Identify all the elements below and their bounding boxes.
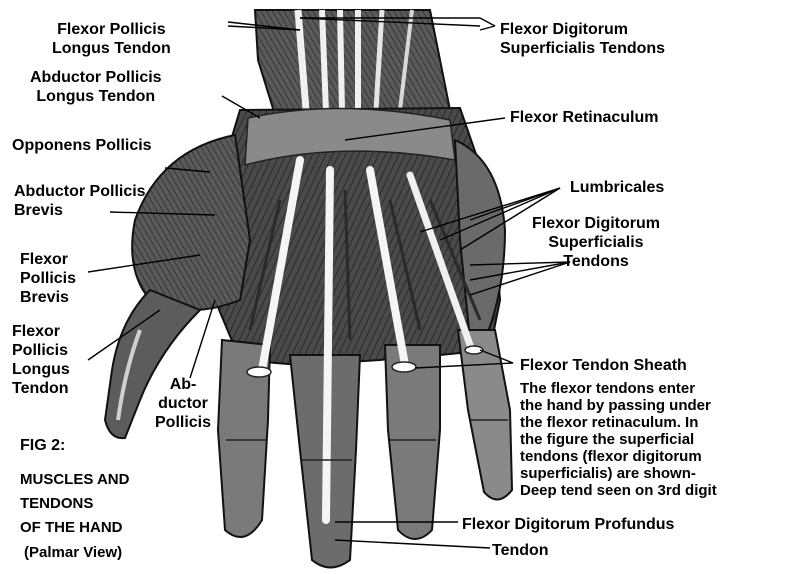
ring-finger xyxy=(385,345,440,539)
forearm xyxy=(255,10,450,115)
label-flexor-tendon-sheath: Flexor Tendon Sheath xyxy=(520,356,687,375)
label-flexor-digitorum-profundus: Flexor Digitorum Profundus xyxy=(462,515,674,534)
label-flexor-retinaculum: Flexor Retinaculum xyxy=(510,108,658,127)
label-lumbricales: Lumbricales xyxy=(570,178,664,197)
label-tendon-bottom: Tendon xyxy=(492,541,549,560)
figure-view: (Palmar View) xyxy=(24,544,122,561)
palm-tendon xyxy=(326,170,330,520)
forearm-tendon xyxy=(340,10,342,112)
little-finger xyxy=(458,330,512,500)
label-abductor-pollicis-longus-tendon: Abductor Pollicis Longus Tendon xyxy=(30,68,162,106)
label-flexor-digitorum-superficialis-tendons-right: Flexor Digitorum Superficialis Tendons xyxy=(532,214,660,271)
label-flexor-digitorum-superficialis-tendons-top: Flexor Digitorum Superficialis Tendons xyxy=(500,20,665,58)
tendon-sheath xyxy=(247,367,271,377)
label-abductor-pollicis-brevis: Abductor Pollicis Brevis xyxy=(14,182,146,220)
forearm-tendon xyxy=(322,10,326,112)
label-flexor-pollicis-longus-tendon-top: Flexor Pollicis Longus Tendon xyxy=(52,20,171,58)
tendon-sheath xyxy=(392,362,416,372)
explanatory-note: The flexor tendons enter the hand by pas… xyxy=(520,380,717,499)
label-flexor-pollicis-longus-tendon-left: Flexor Pollicis Longus Tendon xyxy=(12,322,70,398)
thenar-eminence xyxy=(132,135,250,310)
label-opponens-pollicis: Opponens Pollicis xyxy=(12,136,152,155)
label-adductor-pollicis: Ab- ductor Pollicis xyxy=(155,375,211,432)
label-flexor-pollicis-brevis: Flexor Pollicis Brevis xyxy=(20,250,76,307)
figure-number: FIG 2: xyxy=(20,436,65,455)
figure-title: MUSCLES AND TENDONS OF THE HAND xyxy=(20,468,129,540)
